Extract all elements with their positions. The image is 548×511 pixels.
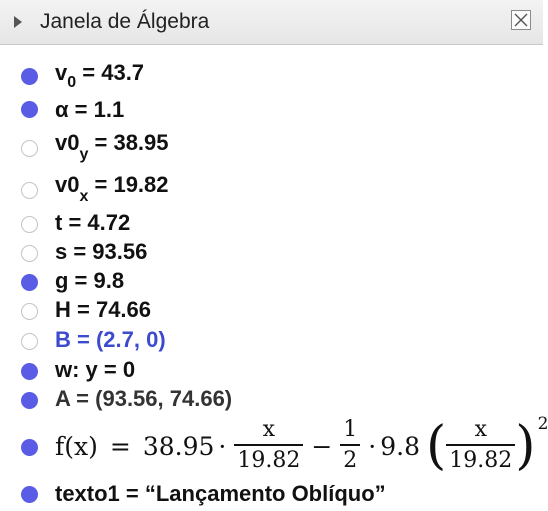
item-expression[interactable]: H = 74.66 bbox=[55, 297, 152, 322]
algebra-item-v0y[interactable]: v0y = 38.95 bbox=[0, 128, 543, 168]
algebra-item-s[interactable]: s = 93.56 bbox=[0, 239, 543, 267]
algebra-item-w[interactable]: w: y = 0 bbox=[0, 357, 543, 385]
algebra-view-header: Janela de Álgebra bbox=[0, 0, 543, 45]
algebra-item-texto1[interactable]: texto1 = “Lançamento Oblíquo” bbox=[0, 480, 543, 511]
algebra-item-v0x[interactable]: v0x = 19.82 bbox=[0, 170, 543, 210]
collapse-triangle-icon[interactable] bbox=[14, 16, 22, 28]
item-expression[interactable]: α = 1.1 bbox=[55, 97, 125, 122]
item-expression[interactable]: g = 9.8 bbox=[55, 268, 125, 293]
visibility-toggle[interactable] bbox=[21, 439, 38, 456]
visibility-toggle[interactable] bbox=[21, 182, 38, 199]
algebra-item-alpha[interactable]: α = 1.1 bbox=[0, 95, 543, 125]
visibility-toggle[interactable] bbox=[21, 486, 38, 503]
window-title: Janela de Álgebra bbox=[40, 10, 210, 33]
close-button[interactable] bbox=[511, 10, 531, 30]
visibility-toggle[interactable] bbox=[21, 363, 38, 380]
visibility-toggle[interactable] bbox=[21, 274, 38, 291]
visibility-toggle[interactable] bbox=[21, 303, 38, 320]
algebra-item-A[interactable]: A = (93.56, 74.66) bbox=[0, 386, 543, 414]
visibility-toggle[interactable] bbox=[21, 101, 38, 118]
item-expression[interactable]: B = (2.7, 0) bbox=[55, 327, 166, 352]
visibility-toggle[interactable] bbox=[21, 245, 38, 262]
visibility-toggle[interactable] bbox=[21, 333, 38, 350]
algebra-item-v0[interactable]: v0 = 43.7 bbox=[0, 58, 543, 92]
visibility-toggle[interactable] bbox=[21, 68, 38, 85]
close-icon bbox=[514, 13, 528, 27]
item-expression[interactable]: v0 = 43.7 bbox=[55, 60, 145, 91]
item-expression[interactable]: t = 4.72 bbox=[55, 210, 131, 235]
algebra-item-H[interactable]: H = 74.66 bbox=[0, 297, 543, 325]
item-expression[interactable]: s = 93.56 bbox=[55, 239, 148, 264]
item-expression[interactable]: w: y = 0 bbox=[55, 357, 136, 382]
algebra-item-B[interactable]: B = (2.7, 0) bbox=[0, 327, 543, 355]
visibility-toggle[interactable] bbox=[21, 140, 38, 157]
item-expression[interactable]: texto1 = “Lançamento Oblíquo” bbox=[55, 481, 386, 506]
item-expression[interactable]: v0y = 38.95 bbox=[55, 130, 169, 163]
algebra-item-g[interactable]: g = 9.8 bbox=[0, 268, 543, 296]
visibility-toggle[interactable] bbox=[21, 392, 38, 409]
item-expression[interactable]: A = (93.56, 74.66) bbox=[55, 386, 233, 411]
algebra-item-t[interactable]: t = 4.72 bbox=[0, 210, 543, 238]
item-expression[interactable]: v0x = 19.82 bbox=[55, 172, 169, 205]
visibility-toggle[interactable] bbox=[21, 216, 38, 233]
